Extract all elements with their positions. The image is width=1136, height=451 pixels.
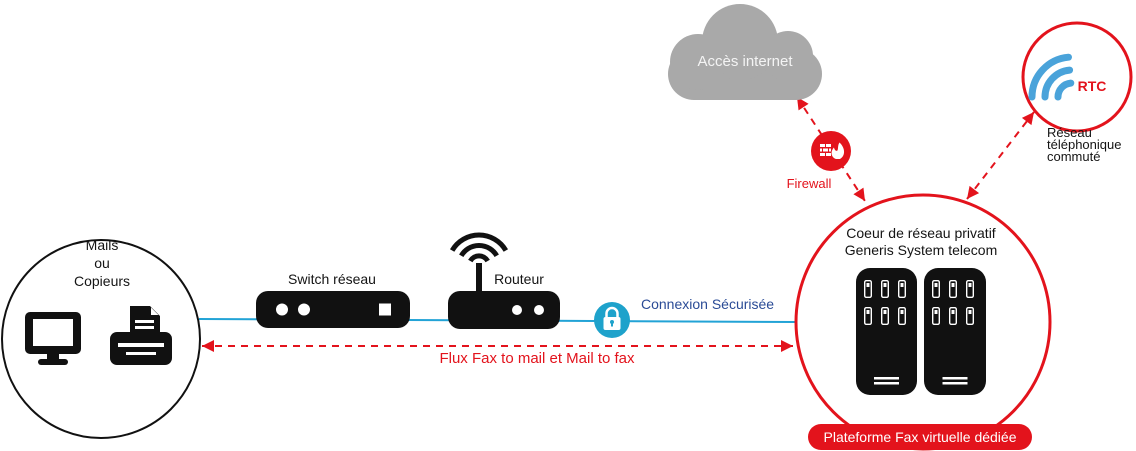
connection-label: Connexion Sécurisée [641,296,774,312]
network-switch-icon [256,291,410,328]
clients-line-2: ou [94,255,110,271]
core-platform: Coeur de réseau privatif Generis System … [794,193,1052,451]
core-line-1: Coeur de réseau privatif [846,225,996,241]
server-rack-icon [856,268,917,395]
rtc-caption-line-3: commuté [1047,149,1100,164]
network-switch: Switch réseau [256,271,410,328]
platform-pill: Plateforme Fax virtuelle dédiée [808,424,1032,450]
router: Routeur [448,232,560,329]
fax-icon [110,306,172,365]
core-line-2: Generis System telecom [845,242,998,258]
rtc-circle [1021,21,1133,133]
signal-icon [1028,53,1075,101]
clients-node: Mails ou Copieurs [1,237,201,439]
clients-line-3: Copieurs [74,273,130,289]
firewall-node: Firewall [787,131,851,191]
firewall-label: Firewall [787,176,832,191]
firewall-icon [820,142,845,159]
platform-pill-background [808,424,1032,450]
monitor-icon [25,312,81,365]
lock-icon [594,302,630,338]
cloud-label: Accès internet [697,53,793,70]
flow-label: Flux Fax to mail et Mail to fax [439,350,635,367]
rtc-caption-line-2: téléphonique [1047,137,1121,152]
secure-connection: Connexion Sécurisée [594,296,774,338]
clients-line-1: Mails [86,237,119,253]
router-label: Routeur [494,271,544,287]
switch-label: Switch réseau [288,271,376,287]
platform-label: Plateforme Fax virtuelle dédiée [824,429,1017,445]
cloud-icon [668,4,822,100]
rtc-badge-label: RTC [1078,78,1107,94]
server-rack-icon [924,268,986,395]
rtc-node: RTC Réseau téléphonique commuté [1021,21,1133,164]
wifi-router-icon [448,232,560,329]
clients-circle [1,239,201,439]
internet-cloud: Accès internet [668,4,822,100]
rtc-link-arrow [966,111,1035,200]
rtc-caption-line-1: Réseau [1047,125,1092,140]
